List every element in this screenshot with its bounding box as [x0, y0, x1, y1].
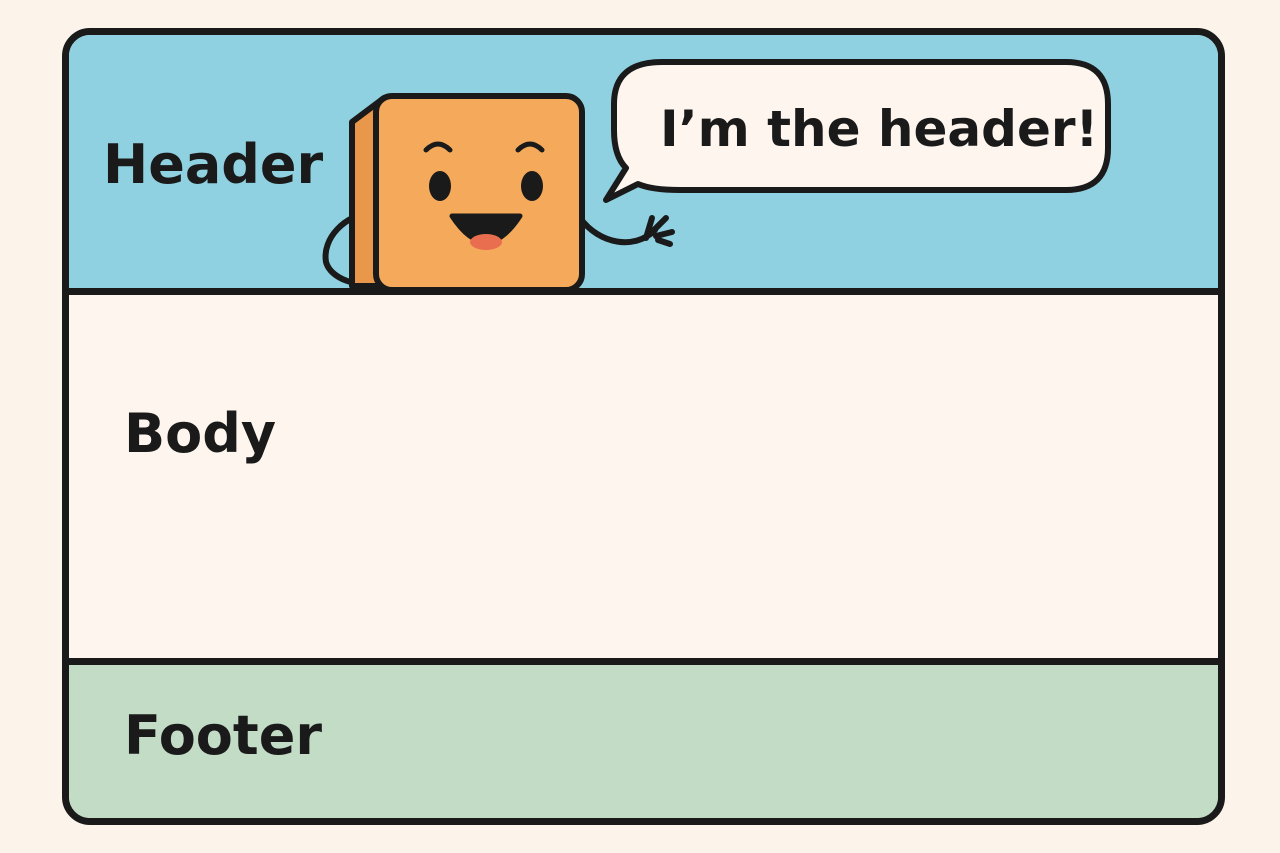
speech-bubble	[603, 59, 1111, 203]
mascot-right-eye	[521, 171, 543, 201]
mascot-left-eye	[429, 171, 451, 201]
mascot-tongue	[470, 234, 502, 250]
smiling-box-mascot-icon	[322, 93, 675, 293]
mascot-hand	[643, 215, 675, 247]
footer-section: Footer	[69, 665, 1218, 818]
mascot-left-eyebrow	[423, 141, 453, 153]
body-section: Body	[69, 295, 1218, 665]
speech-bubble-text: I’m the header!	[660, 100, 1099, 158]
footer-label: Footer	[124, 704, 322, 767]
mascot-front	[373, 93, 585, 293]
body-label: Body	[124, 402, 277, 465]
header-label: Header	[103, 133, 324, 196]
mascot-right-eyebrow	[515, 141, 545, 153]
